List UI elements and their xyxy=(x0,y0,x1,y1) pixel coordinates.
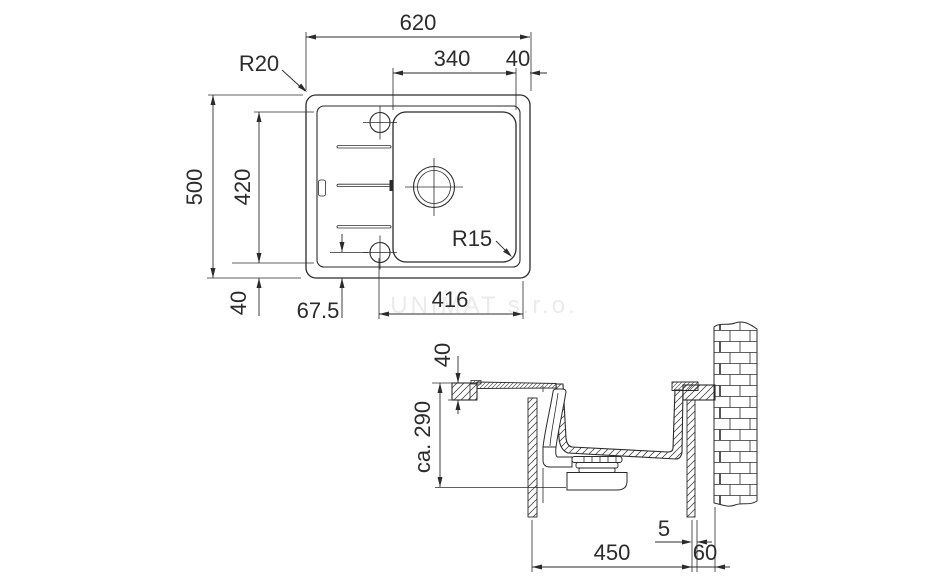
cabinet-wall-left xyxy=(527,397,538,518)
dim-620-text: 620 xyxy=(400,10,437,35)
tap-hole-bottom xyxy=(363,235,397,270)
dim-5-text: 5 xyxy=(658,516,670,541)
dimension-edge-margin-bottom: 40 xyxy=(226,278,262,316)
siphon-cup xyxy=(566,472,628,491)
cabinet-wall-right xyxy=(686,399,696,518)
sink-front-rim xyxy=(470,380,482,385)
dimension-edge-margin-right: 40 xyxy=(506,46,547,76)
drainboard-grooves xyxy=(336,145,393,229)
tap-hole-top xyxy=(363,105,397,140)
basin-section xyxy=(555,383,684,460)
dim-67-5-text: 67.5 xyxy=(297,298,340,323)
dim-450-text: 450 xyxy=(594,540,631,565)
drain-assembly xyxy=(566,456,628,491)
dimension-overall-depth: 500 xyxy=(182,94,303,279)
dim-60-text: 60 xyxy=(693,540,717,565)
dimension-basin-width: 340 xyxy=(392,46,517,110)
dim-ca290-text: ca. 290 xyxy=(410,401,435,473)
dimension-wall-clearance: 60 xyxy=(693,540,725,570)
dimension-tap-hole-offset: 67.5 xyxy=(297,234,368,323)
dim-40-side-text: 40 xyxy=(430,343,455,367)
dimension-edge-overhang: 5 xyxy=(655,516,712,572)
dim-420-text: 420 xyxy=(230,169,255,206)
radius-label-basin: R15 xyxy=(452,226,512,257)
drainboard-section xyxy=(476,381,557,389)
side-view: 40 ca. 290 5 450 xyxy=(410,321,758,572)
basin-outline xyxy=(392,111,517,263)
r20-text: R20 xyxy=(239,51,279,76)
sink-inner-edge xyxy=(316,105,521,268)
dimension-overall-width: 620 xyxy=(305,10,532,91)
dimension-depth-below-top: ca. 290 xyxy=(410,383,566,488)
r15-text: R15 xyxy=(452,226,492,251)
sink-outer-edge xyxy=(305,94,531,279)
groove-end-tick xyxy=(389,180,393,191)
dim-500-text: 500 xyxy=(182,169,207,206)
dim-416-text: 416 xyxy=(432,287,469,312)
top-view: R20 R15 620 340 xyxy=(182,10,547,323)
countertop-left-section xyxy=(451,382,478,401)
overflow-elbow xyxy=(542,446,573,468)
dim-40-bottom-text: 40 xyxy=(226,291,251,315)
dim-40-top-text: 40 xyxy=(506,46,530,71)
dimension-tap-to-edge: 416 xyxy=(378,258,524,319)
basin-right-flange xyxy=(671,381,699,391)
dim-340-text: 340 xyxy=(434,46,471,71)
brick-wall xyxy=(713,321,758,507)
dimension-countertop-thickness: 40 xyxy=(430,343,466,414)
watermark-text: UNIMAT s.r.o. xyxy=(390,292,577,319)
overflow-pipe xyxy=(542,388,573,468)
dimension-inner-depth: 420 xyxy=(230,111,314,264)
overflow-slot xyxy=(318,179,326,197)
dimension-cabinet-depth: 450 xyxy=(531,507,730,572)
radius-label-outer: R20 xyxy=(239,51,307,92)
drain-hole xyxy=(405,158,463,216)
